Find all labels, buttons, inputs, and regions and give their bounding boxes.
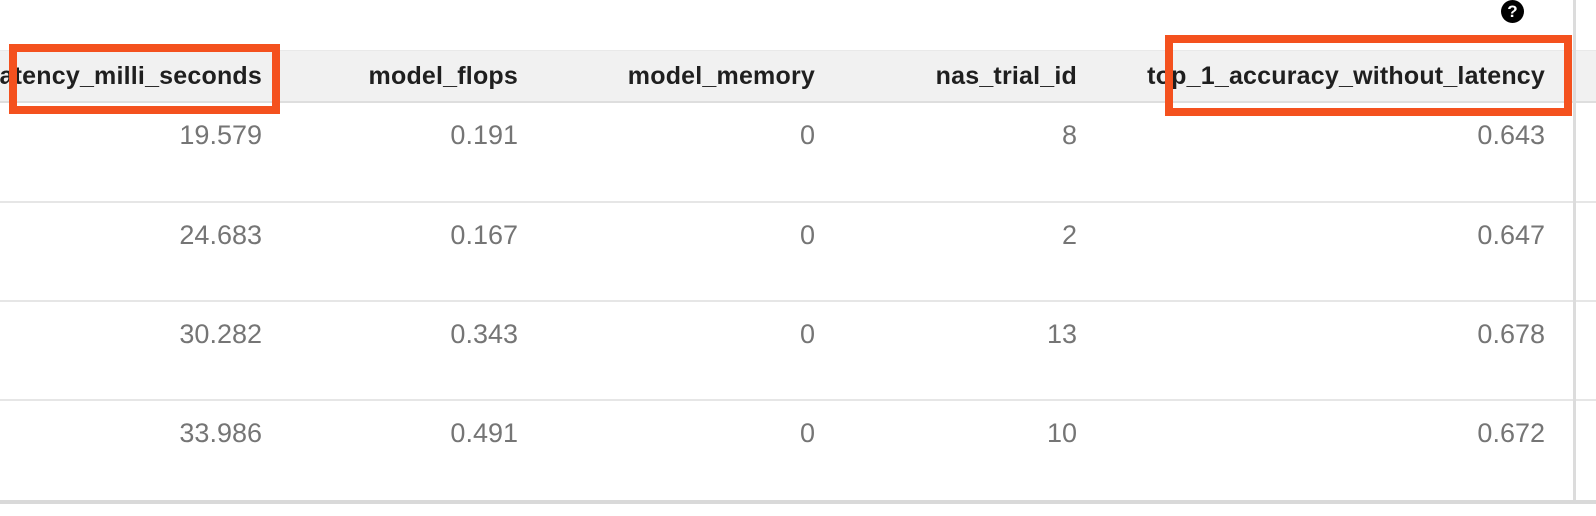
cell-top-1-accuracy-without-latency: 0.643 [1477,120,1545,150]
metrics-table: latency_milli_seconds model_flops model_… [0,50,1596,500]
cell-model-flops: 0.343 [450,319,518,349]
column-header-overflow-stub [1573,51,1596,101]
cell-latency-milli-seconds: 30.282 [179,319,262,349]
column-header-model-memory[interactable]: model_memory [627,61,815,90]
help-icon[interactable]: ? [1501,0,1524,23]
column-header-top-1-accuracy-without-latency[interactable]: top_1_accuracy_without_latency [1147,61,1545,90]
cell-overflow-stub [1573,103,1596,201]
table-header-row: latency_milli_seconds model_flops model_… [0,50,1596,103]
cell-latency-milli-seconds: 33.986 [179,418,262,448]
cell-overflow-stub [1573,203,1596,300]
table-row: 33.986 0.491 0 10 0.672 [0,401,1596,500]
cell-model-flops: 0.491 [450,418,518,448]
table-row: 24.683 0.167 0 2 0.647 [0,203,1596,302]
cell-overflow-stub [1573,302,1596,399]
column-header-nas-trial-id[interactable]: nas_trial_id [935,61,1077,90]
cell-top-1-accuracy-without-latency: 0.678 [1477,319,1545,349]
cell-model-memory: 0 [799,120,815,150]
cell-latency-milli-seconds: 24.683 [179,220,262,250]
cell-top-1-accuracy-without-latency: 0.647 [1477,220,1545,250]
table-bottom-divider [0,500,1596,504]
column-divider-line [1573,0,1576,500]
cell-model-memory: 0 [799,418,815,448]
cell-nas-trial-id: 2 [1061,220,1077,250]
table-row: 19.579 0.191 0 8 0.643 [0,103,1596,203]
cell-nas-trial-id: 10 [1046,418,1077,448]
cell-top-1-accuracy-without-latency: 0.672 [1477,418,1545,448]
cell-overflow-stub [1573,401,1596,500]
cell-nas-trial-id: 13 [1046,319,1077,349]
column-header-latency-milli-seconds[interactable]: latency_milli_seconds [0,61,262,90]
cell-model-memory: 0 [799,319,815,349]
cell-model-flops: 0.191 [450,120,518,150]
table-row: 30.282 0.343 0 13 0.678 [0,302,1596,401]
cell-nas-trial-id: 8 [1061,120,1077,150]
cell-model-flops: 0.167 [450,220,518,250]
cell-latency-milli-seconds: 19.579 [179,120,262,150]
cell-model-memory: 0 [799,220,815,250]
help-icon-glyph: ? [1507,2,1518,21]
column-header-model-flops[interactable]: model_flops [368,61,518,90]
